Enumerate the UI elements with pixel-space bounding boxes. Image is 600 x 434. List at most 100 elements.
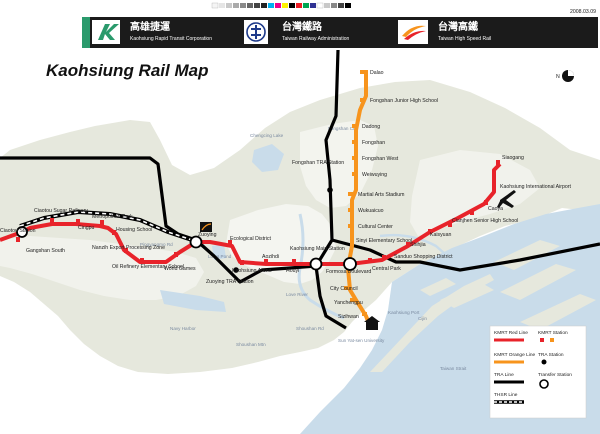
thsr-station-icon bbox=[200, 222, 212, 232]
legend-tra-station: TRA Station bbox=[538, 352, 564, 358]
station-weiwuying[interactable] bbox=[352, 172, 357, 176]
place-pingyangmo: Pingyangmo Rd bbox=[140, 242, 173, 247]
label-sanduo: Sanduo Shopping District bbox=[394, 254, 453, 260]
station-shihjia[interactable] bbox=[428, 229, 432, 234]
station-dadong[interactable] bbox=[352, 124, 357, 128]
place-shoushan-mtn: Shoushan Mtn bbox=[236, 342, 266, 347]
thsr-line bbox=[19, 210, 199, 244]
transfer-stations bbox=[16, 187, 357, 273]
map-title: Kaohsiung Rail Map bbox=[46, 61, 208, 80]
station-metropolitan-park[interactable] bbox=[100, 220, 104, 225]
station-ciaotou-sugar[interactable] bbox=[50, 218, 54, 223]
place-chengcing-lake: Chengcing Lake bbox=[250, 133, 284, 138]
place-navy-harbor: Navy Harbor bbox=[170, 326, 196, 331]
krtc-sub: Kaohsiung Rapid Transit Corporation bbox=[130, 36, 212, 42]
station-world-games[interactable] bbox=[174, 252, 178, 257]
label-city-council: City Council bbox=[330, 286, 358, 292]
station-kaohsiung-main[interactable] bbox=[309, 257, 323, 271]
label-fongshan: Fongshan bbox=[362, 140, 385, 146]
station-ecological[interactable] bbox=[228, 240, 232, 245]
station-sanduo[interactable] bbox=[406, 242, 410, 247]
label-ecological: Ecological District bbox=[230, 236, 271, 242]
station-siaogang[interactable] bbox=[496, 160, 500, 165]
station-houyi[interactable] bbox=[292, 259, 296, 264]
station-cultural-center[interactable] bbox=[348, 224, 353, 228]
tra-line bbox=[0, 49, 600, 330]
station-kaohsiung-arena[interactable] bbox=[240, 260, 244, 265]
label-siaogang: Siaogang bbox=[502, 155, 524, 161]
label-airport: Kaohsiung International Airport bbox=[500, 184, 572, 190]
compass-north-label: N bbox=[556, 74, 560, 80]
legend-red-line: KMRT Red Line bbox=[494, 330, 528, 336]
station-oil-refinery[interactable] bbox=[140, 258, 144, 263]
label-nanzih: Nanzih Export Processing Zone bbox=[92, 245, 165, 251]
place-cijin: Cijin bbox=[418, 316, 427, 321]
operator-header: 高雄捷運 Kaohsiung Rapid Transit Corporation… bbox=[82, 17, 598, 48]
label-yanchengpu: Yanchengpu bbox=[334, 300, 363, 306]
thsr-logo-icon bbox=[398, 20, 428, 44]
print-date: 2008.03.09 bbox=[570, 9, 596, 15]
red-station-labels: Gangshan South Ciaotou Station Ciaotou S… bbox=[0, 155, 572, 292]
station-gangshan-south[interactable] bbox=[16, 237, 20, 242]
label-zuoying-tra: Zuoying TRA Station bbox=[206, 279, 254, 285]
station-cianjhen[interactable] bbox=[470, 210, 474, 215]
station-cingpu[interactable] bbox=[76, 219, 80, 224]
legend-tra-line: TRA Line bbox=[494, 372, 514, 378]
station-zuoying-tra[interactable] bbox=[233, 267, 239, 273]
station-fongshan-jhs[interactable] bbox=[360, 98, 365, 102]
label-cultural-center: Cultural Center bbox=[358, 224, 393, 230]
station-fongshan[interactable] bbox=[352, 140, 357, 144]
place-fongshan-city: Fongshan City bbox=[328, 126, 358, 131]
water-features bbox=[160, 144, 471, 320]
label-central-park: Central Park bbox=[372, 266, 401, 272]
orange-line bbox=[346, 70, 372, 327]
label-fongshan-tra: Fongshan TRA Station bbox=[292, 160, 344, 166]
label-aozihdi: Aozihdi bbox=[262, 254, 279, 260]
station-central-park[interactable] bbox=[368, 258, 372, 263]
place-kaohsiung-port: Kaohsiung Port bbox=[388, 310, 420, 315]
label-fongshan-west: Fongshan West bbox=[362, 156, 399, 162]
label-wukuaicuo: Wukuaicuo bbox=[358, 208, 384, 214]
legend-orange-line: KMRT Orange Line bbox=[494, 352, 535, 358]
tra-name: 台灣鐵路 bbox=[282, 20, 323, 33]
compass: N bbox=[556, 70, 574, 82]
station-sizihwan[interactable] bbox=[362, 312, 367, 316]
label-gangshan-south: Gangshan South bbox=[26, 248, 65, 254]
orange-stations bbox=[344, 70, 367, 316]
station-caoya[interactable] bbox=[484, 200, 488, 205]
station-ciaotou[interactable] bbox=[16, 226, 28, 238]
label-caoya: Caoya bbox=[488, 206, 503, 212]
label-cianjhen: Cianjhen Senior High School bbox=[452, 218, 518, 224]
station-dalao[interactable] bbox=[360, 70, 365, 74]
station-zuoying[interactable] bbox=[189, 235, 203, 249]
label-houyi: Houyi bbox=[286, 268, 299, 274]
orange-station-labels: Dalao Fongshan Junior High School Dadong… bbox=[206, 70, 438, 320]
station-nanzih[interactable] bbox=[124, 248, 128, 253]
place-university: Sun Yat-sen University bbox=[338, 338, 385, 343]
label-martial-arts: Martial Arts Stadium bbox=[358, 192, 404, 198]
station-kaisyuan[interactable] bbox=[448, 222, 452, 227]
label-ciaotou: Ciaotou Station bbox=[0, 228, 36, 234]
label-oil-refinery: Oil Refinery Elementary School bbox=[112, 264, 184, 270]
station-fongshan-tra[interactable] bbox=[327, 187, 333, 193]
label-sizihwan: Sizihwan bbox=[338, 314, 359, 320]
label-world-games: World Games bbox=[164, 266, 196, 272]
station-sinyi[interactable] bbox=[382, 255, 386, 260]
place-lotus-pond: Lotus Pond bbox=[208, 254, 232, 259]
legend-thsr-line: THSR Line bbox=[494, 392, 518, 398]
station-housing-school[interactable] bbox=[112, 230, 116, 235]
station-formosa-boulevard[interactable] bbox=[343, 257, 357, 271]
station-martial-arts[interactable] bbox=[348, 192, 353, 196]
station-wukuaicuo[interactable] bbox=[348, 208, 353, 212]
station-yanchengpu[interactable] bbox=[350, 298, 355, 302]
legend-transfer: Transfer Station bbox=[538, 372, 572, 378]
station-city-council[interactable] bbox=[344, 286, 349, 290]
station-aozihdi[interactable] bbox=[264, 259, 268, 264]
label-cingpu: Cingpu bbox=[78, 225, 95, 231]
station-airport[interactable] bbox=[492, 180, 496, 185]
label-kaisyuan: Kaisyuan bbox=[430, 232, 451, 238]
station-fongshan-west[interactable] bbox=[352, 156, 357, 160]
label-metropolitan-park: Metropolitan Park bbox=[92, 214, 133, 220]
thsr-name: 台灣高鐵 bbox=[438, 20, 478, 33]
